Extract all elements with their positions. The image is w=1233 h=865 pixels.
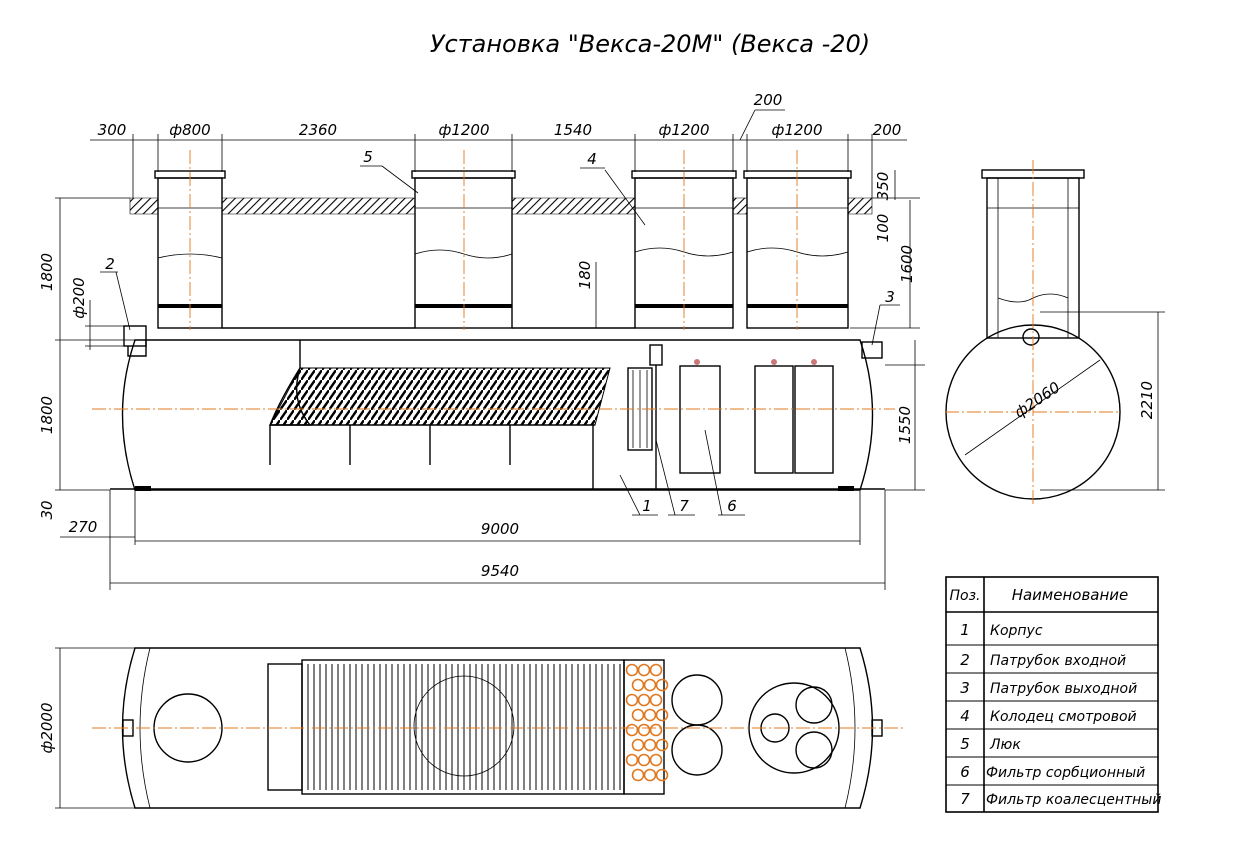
dim-label: ф200 bbox=[70, 277, 88, 318]
filter-ring bbox=[655, 738, 669, 752]
dim-label: 1800 bbox=[38, 253, 56, 291]
dim-label: ф2000 bbox=[38, 703, 56, 754]
table-cell-pos: 6 bbox=[960, 763, 970, 781]
filter-ring bbox=[631, 708, 645, 722]
filter-ring bbox=[649, 723, 663, 737]
table-cell-name: Патрубок выходной bbox=[990, 681, 1137, 697]
filter-ring bbox=[637, 753, 651, 767]
inlet-pipe bbox=[123, 325, 147, 347]
table-cell-pos: 7 bbox=[960, 790, 970, 808]
table-cell-pos: 4 bbox=[960, 707, 970, 725]
front-view bbox=[92, 150, 895, 491]
filter-ring bbox=[637, 723, 651, 737]
dim-label: 2210 bbox=[1138, 381, 1156, 419]
dim-label: 200 bbox=[754, 91, 783, 109]
callout-label: 1 bbox=[642, 497, 652, 515]
callout-label: 4 bbox=[587, 150, 597, 168]
tank-plan bbox=[121, 647, 874, 809]
filter-ring bbox=[655, 708, 669, 722]
filter-ring bbox=[631, 678, 645, 692]
callouts: 2 3 4 5 1 7 6 bbox=[100, 148, 900, 516]
filter-ring bbox=[643, 738, 657, 752]
dim-label: 1600 bbox=[898, 245, 916, 283]
dim-label: 1800 bbox=[38, 396, 56, 434]
sorption-filter bbox=[679, 365, 721, 474]
callout-label: 6 bbox=[727, 497, 737, 515]
sorption-filter bbox=[754, 365, 794, 474]
filter-ring bbox=[643, 768, 657, 782]
table-cell-name: Фильтр коалесцентный bbox=[986, 792, 1161, 808]
callout-label: 3 bbox=[885, 288, 895, 306]
side-view: ф2060 2210 bbox=[945, 160, 1165, 505]
parts-table: Поз. Наименование 1 Корпус 2 Патрубок вх… bbox=[945, 576, 1161, 813]
dim-label: 1550 bbox=[896, 406, 914, 444]
sorption-filter bbox=[794, 365, 834, 474]
filter-ring bbox=[625, 753, 639, 767]
filter-ring bbox=[655, 768, 669, 782]
dim-label: 9540 bbox=[481, 562, 519, 580]
filter-ring bbox=[637, 663, 651, 677]
table-header-name: Наименование bbox=[1012, 586, 1129, 604]
filter-ring bbox=[625, 723, 639, 737]
dim-label: 300 bbox=[98, 121, 127, 139]
filter-ring bbox=[625, 693, 639, 707]
callout-label: 2 bbox=[105, 255, 115, 273]
table-cell-pos: 3 bbox=[960, 679, 970, 697]
filter-ring bbox=[625, 663, 639, 677]
table-cell-pos: 1 bbox=[960, 621, 970, 639]
plan-view: ф2000 bbox=[38, 647, 905, 809]
filter-ring bbox=[631, 738, 645, 752]
dimensions-top: 300 ф800 2360 ф1200 1540 ф1200 200 ф1200… bbox=[90, 91, 907, 198]
filter-ring bbox=[643, 708, 657, 722]
dim-label: ф800 bbox=[169, 121, 210, 139]
table-cell-name: Колодец смотровой bbox=[990, 709, 1137, 725]
dim-label: ф1200 bbox=[772, 121, 823, 139]
filter-ring bbox=[649, 753, 663, 767]
filter-ring bbox=[649, 663, 663, 677]
table-cell-pos: 5 bbox=[960, 735, 970, 753]
dim-label: 180 bbox=[576, 261, 594, 290]
table-cell-name: Корпус bbox=[990, 623, 1043, 639]
table-header-pos: Поз. bbox=[950, 588, 981, 604]
dim-label: 9000 bbox=[481, 520, 519, 538]
dimensions-left: 1800 ф200 1800 30 270 bbox=[38, 197, 136, 590]
manhole-shaft bbox=[743, 170, 852, 329]
callout-label: 5 bbox=[363, 148, 373, 166]
dim-label: 200 bbox=[873, 121, 902, 139]
dim-label: 2360 bbox=[299, 121, 337, 139]
filter-ring bbox=[643, 678, 657, 692]
filter-ring bbox=[655, 678, 669, 692]
table-cell-name: Фильтр сорбционный bbox=[986, 765, 1145, 781]
dim-label: ф2060 bbox=[1011, 378, 1063, 421]
dim-label: ф1200 bbox=[659, 121, 710, 139]
filter-ring bbox=[649, 693, 663, 707]
dimensions-bottom: 9000 9540 bbox=[110, 490, 886, 590]
filter-ring bbox=[631, 768, 645, 782]
table-cell-name: Патрубок входной bbox=[990, 653, 1126, 669]
callout-label: 7 bbox=[679, 497, 689, 515]
dim-label: ф1200 bbox=[439, 121, 490, 139]
table-cell-name: Люк bbox=[989, 737, 1021, 753]
drawing-title: Установка "Векса-20М" (Векса -20) bbox=[430, 30, 870, 58]
dim-label: 1540 bbox=[554, 121, 592, 139]
dim-label: 100 bbox=[874, 214, 892, 243]
dimensions-right: 350 100 1600 1550 180 bbox=[576, 170, 925, 491]
table-cell-pos: 2 bbox=[960, 651, 970, 669]
dim-label: 30 bbox=[38, 500, 56, 519]
manhole-shaft bbox=[411, 170, 516, 329]
dim-label: 350 bbox=[874, 172, 892, 201]
filter-ring bbox=[637, 693, 651, 707]
outlet-pipe bbox=[861, 341, 883, 359]
dim-label: 270 bbox=[69, 518, 98, 536]
